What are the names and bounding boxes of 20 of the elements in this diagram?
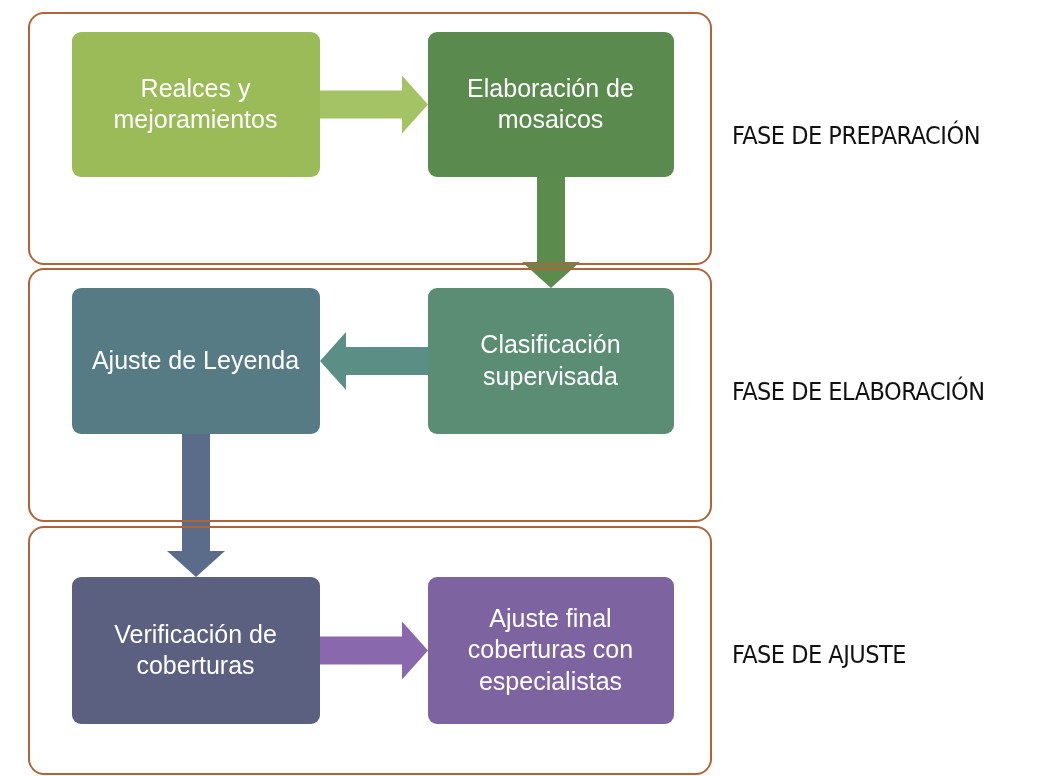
process-box [71,287,320,434]
block-arrow [167,434,225,577]
block-arrow [320,332,428,390]
block-arrow [522,177,580,288]
box-label: Realces y mejoramientos [112,72,279,135]
process-box [71,31,320,177]
process-box [71,576,320,724]
box-label: Elaboración de mosaicos [466,72,635,135]
phase-label: FASE DE PREPARACIÓN [732,120,980,150]
phase-label: FASE DE ELABORACIÓN [732,377,985,406]
process-box [427,31,674,177]
process-box [427,576,674,724]
box-label: Verificación de coberturas [113,618,278,681]
box-label: Ajuste final coberturas con especialistas [466,603,635,697]
phase-label: FASE DE AJUSTE [732,640,907,669]
box-label: Clasificación supervisada [479,329,622,392]
block-arrow [320,75,428,134]
block-arrow [320,621,428,680]
box-label: Ajuste de Leyenda [91,344,300,376]
process-box [427,287,674,434]
